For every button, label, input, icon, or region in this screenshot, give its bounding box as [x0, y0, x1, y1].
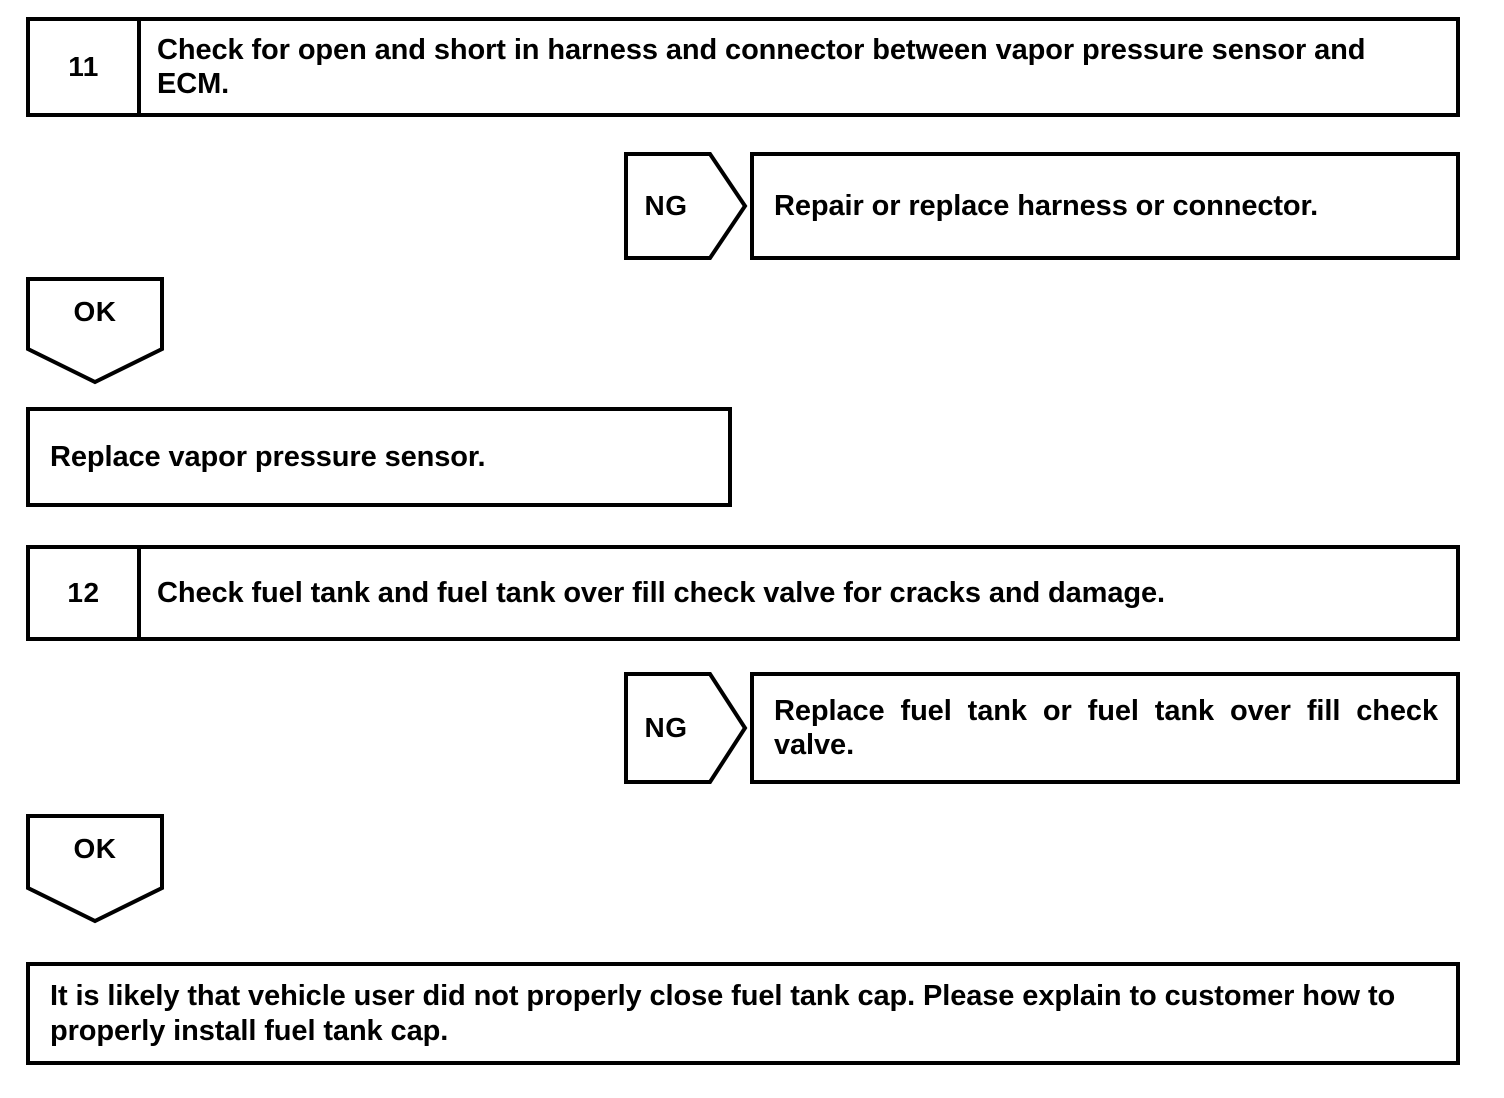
ok-marker-2: OK [26, 814, 164, 924]
ng-arrow-shape-1 [624, 152, 748, 260]
ng-result-text-2: Replace fuel tank or fuel tank over fill… [774, 694, 1438, 761]
step-number-12: 12 [30, 549, 141, 637]
step-box-11: 11 Check for open and short in harness a… [26, 17, 1460, 117]
ok-pentagon-shape-2 [26, 814, 164, 924]
ng-result-box-2: Replace fuel tank or fuel tank over fill… [750, 672, 1460, 784]
ng-result-text-1: Repair or replace harness or connector. [774, 189, 1319, 222]
ok-label-1: OK [73, 296, 117, 327]
statement-box-conclusion: It is likely that vehicle user did not p… [26, 962, 1460, 1065]
step-text-12: Check fuel tank and fuel tank over fill … [157, 576, 1165, 609]
statement-text-replace-sensor: Replace vapor pressure sensor. [50, 440, 486, 473]
step-number-11: 11 [30, 21, 141, 113]
statement-box-replace-sensor: Replace vapor pressure sensor. [26, 407, 732, 507]
ok-pentagon-shape-1 [26, 277, 164, 385]
ng-label-2: NG [644, 712, 688, 743]
ng-result-box-1: Repair or replace harness or connector. [750, 152, 1460, 260]
ng-marker-1: NG [624, 152, 748, 260]
step-box-12: 12 Check fuel tank and fuel tank over fi… [26, 545, 1460, 641]
step-text-11: Check for open and short in harness and … [157, 33, 1366, 100]
ng-label-1: NG [644, 190, 688, 221]
ok-label-2: OK [73, 833, 117, 864]
ok-marker-1: OK [26, 277, 164, 385]
ng-arrow-shape-2 [624, 672, 748, 784]
statement-text-conclusion: It is likely that vehicle user did not p… [50, 980, 1396, 1047]
ng-marker-2: NG [624, 672, 748, 784]
